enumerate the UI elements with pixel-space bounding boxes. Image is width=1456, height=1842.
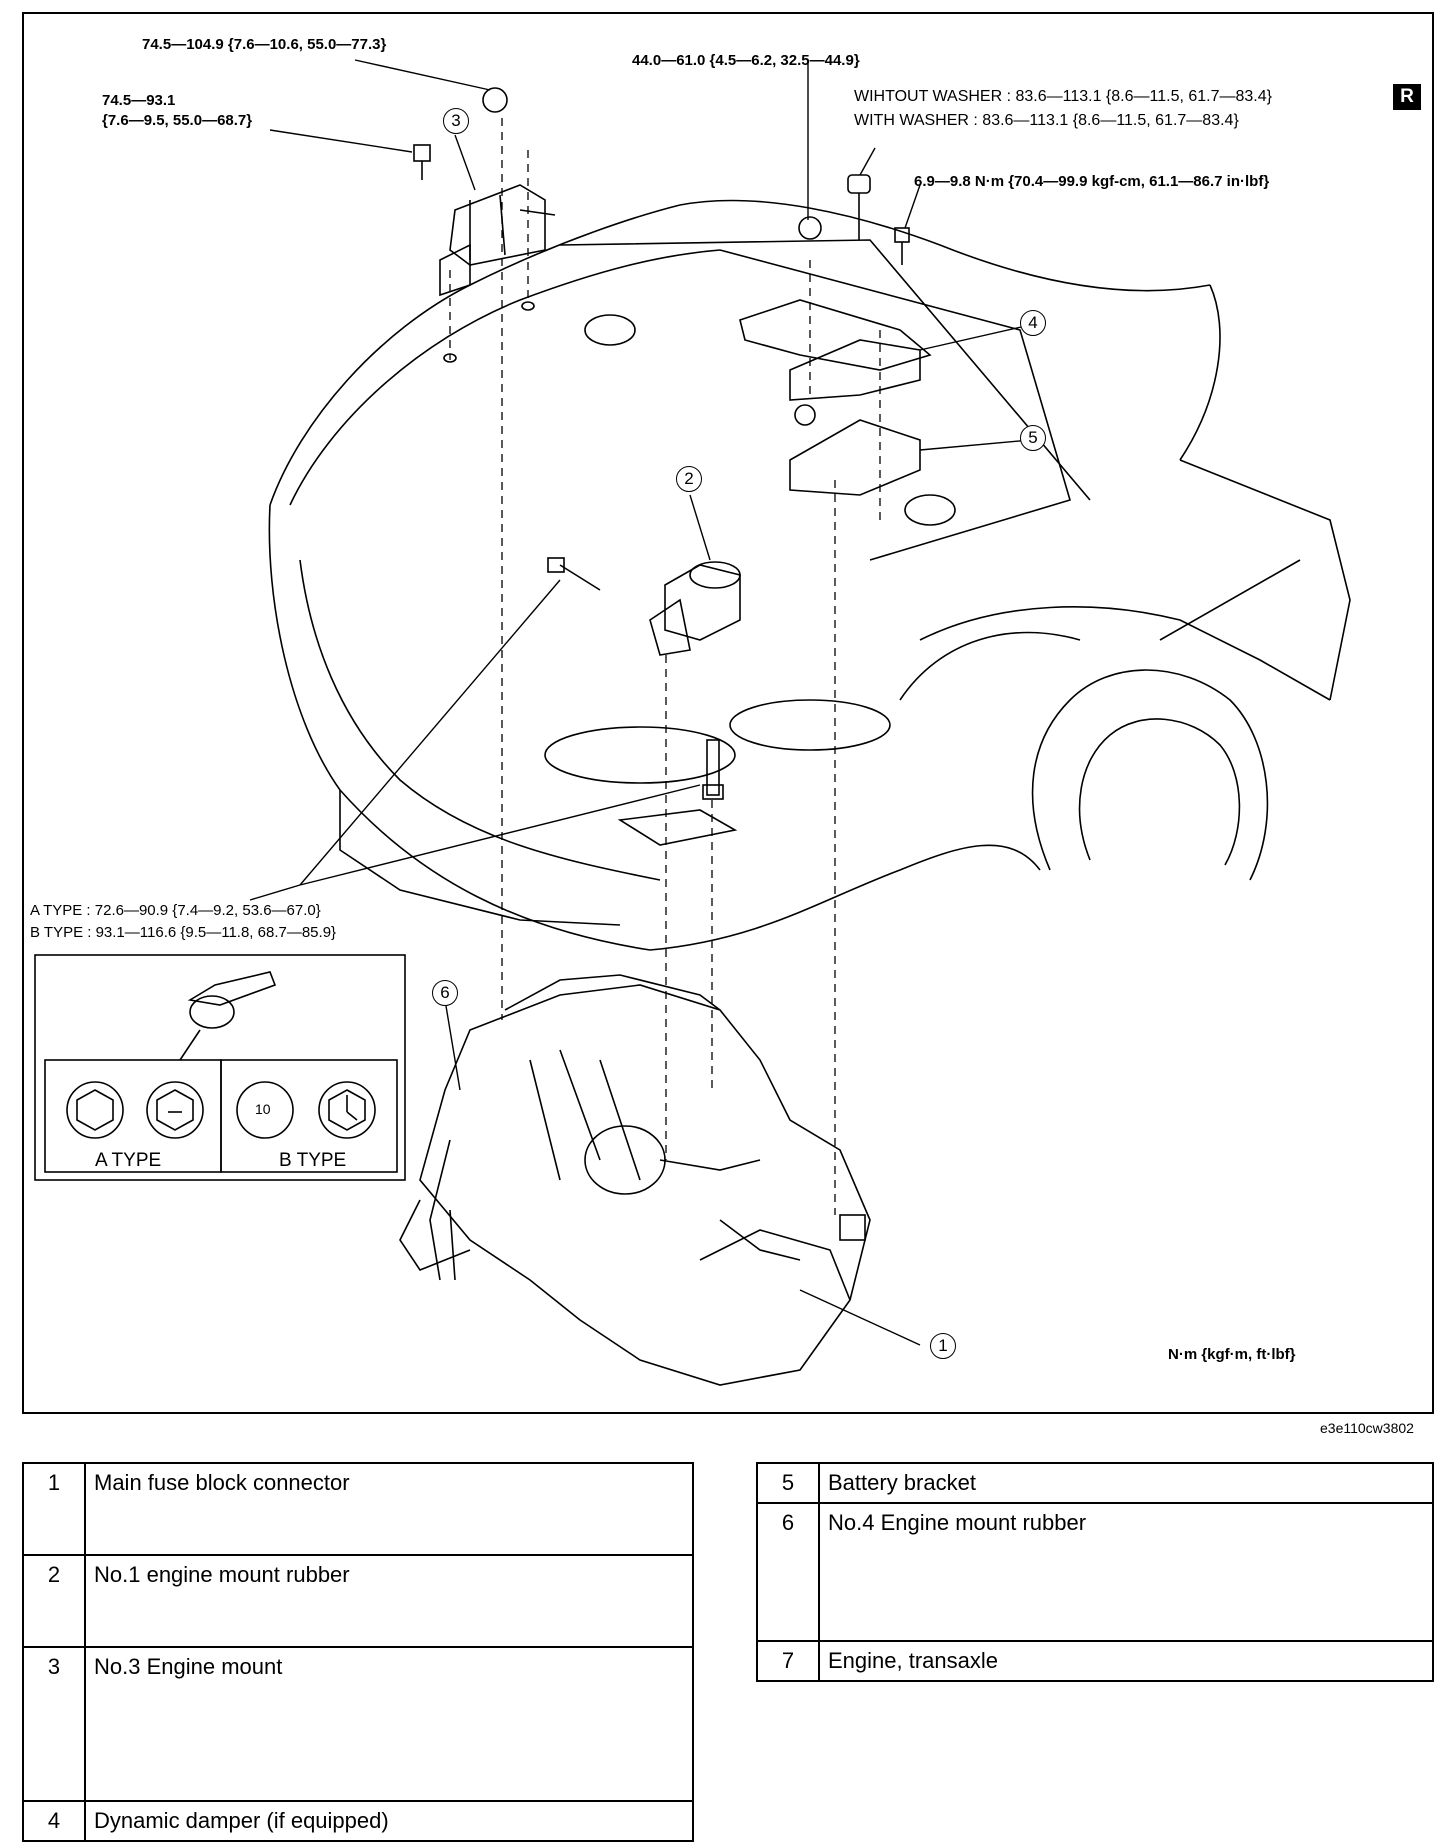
table-row: 2 No.1 engine mount rubber (22, 1554, 694, 1648)
torque-units: N·m {kgf·m, ft·lbf} (1168, 1346, 1296, 1363)
bolt-type-detail-box (34, 954, 406, 1181)
table-row: 7 Engine, transaxle (756, 1640, 1434, 1682)
a-type-label: A TYPE (95, 1150, 162, 1171)
callout-4: 4 (1020, 310, 1046, 336)
callout-3: 3 (443, 108, 469, 134)
small-bolt-torque: 6.9—9.8 N·m {70.4—99.9 kgf-cm, 61.1—86.7… (914, 173, 1270, 190)
car-body-outline (268, 199, 1351, 951)
no3-engine-mount-drawing (413, 87, 556, 297)
with-washer-torque: WITH WASHER : 83.6—113.1 {8.6—11.5, 61.7… (854, 112, 1239, 129)
table-row: 3 No.3 Engine mount (22, 1646, 694, 1802)
part-number: 3 (22, 1646, 86, 1802)
part-number: 7 (756, 1640, 820, 1682)
table-row: 6 No.4 Engine mount rubber (756, 1502, 1434, 1642)
b-type-label: B TYPE (279, 1150, 347, 1171)
no1-engine-mount-drawing (547, 557, 741, 800)
installation-dashed-lines (449, 118, 881, 1215)
part-name: Dynamic damper (if equipped) (84, 1800, 694, 1842)
part-number: 6 (756, 1502, 820, 1642)
part-number: 4 (22, 1800, 86, 1842)
no4-nut-torque: 44.0—61.0 {4.5—6.2, 32.5—44.9} (632, 52, 860, 69)
r-tag: R (1393, 84, 1421, 110)
table-row: 4 Dynamic damper (if equipped) (22, 1800, 694, 1842)
table-row: 5 Battery bracket (756, 1462, 1434, 1504)
a-type-torque: A TYPE : 72.6—90.9 {7.4—9.2, 53.6—67.0} (30, 902, 321, 919)
no3-bolt-torque-line1: 74.5—93.1 (102, 92, 176, 109)
part-number: 2 (22, 1554, 86, 1648)
parts-table-left: 1 Main fuse block connector 2 No.1 engin… (22, 1462, 694, 1842)
part-number: 5 (756, 1462, 820, 1504)
no3-bolt-torque-line2: {7.6—9.5, 55.0—68.7} (102, 112, 253, 129)
figure-id: e3e110cw3802 (1320, 1420, 1414, 1436)
without-washer-torque: WIHTOUT WASHER : 83.6—113.1 {8.6—11.5, 6… (854, 88, 1272, 105)
part-name: Engine, transaxle (818, 1640, 1434, 1682)
battery-bracket-drawing (739, 174, 932, 496)
table-row: 1 Main fuse block connector (22, 1462, 694, 1556)
part-name: Main fuse block connector (84, 1462, 694, 1556)
part-name: Battery bracket (818, 1462, 1434, 1504)
leader-lines (249, 59, 1031, 1346)
part-number: 1 (22, 1462, 86, 1556)
b-type-head-mark: 10 (255, 1101, 271, 1117)
callout-1: 1 (930, 1333, 956, 1359)
callout-5: 5 (1020, 425, 1046, 451)
engine-transaxle-drawing (399, 974, 871, 1386)
callout-6: 6 (432, 980, 458, 1006)
callout-2: 2 (676, 466, 702, 492)
parts-table-right: 5 Battery bracket 6 No.4 Engine mount ru… (756, 1462, 1434, 1682)
part-name: No.1 engine mount rubber (84, 1554, 694, 1648)
b-type-torque: B TYPE : 93.1—116.6 {9.5—11.8, 68.7—85.9… (30, 924, 337, 941)
part-name: No.4 Engine mount rubber (818, 1502, 1434, 1642)
part-name: No.3 Engine mount (84, 1646, 694, 1802)
diagram-frame (22, 12, 1434, 1414)
no3-nut-torque: 74.5—104.9 {7.6—10.6, 55.0—77.3} (142, 36, 387, 53)
